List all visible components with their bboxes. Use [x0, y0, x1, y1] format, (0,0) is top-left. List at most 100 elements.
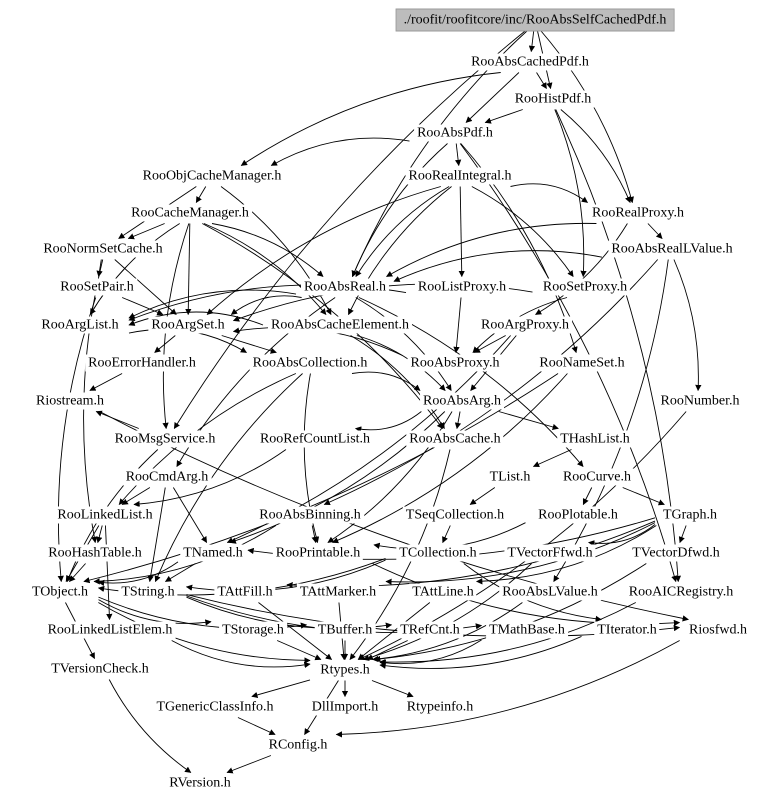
edge-RooAbsReal-to-RooArgSet — [230, 295, 302, 315]
graph-node-RooAbsRealLValue[interactable]: RooAbsRealLValue.h — [608, 240, 736, 258]
edge-RooAICRegistry-to-Rtypes — [379, 602, 636, 666]
graph-node-RooAbsArg[interactable]: RooAbsArg.h — [420, 392, 504, 410]
graph-node-RooPrintable[interactable]: RooPrintable.h — [272, 544, 364, 562]
edge-RooAbsRealLValue-to-RooNumber — [673, 259, 702, 392]
edge-RooCacheManager-to-RooArgSet — [185, 223, 192, 316]
graph-node-RooArgProxy[interactable]: RooArgProxy.h — [478, 316, 572, 334]
edge-RooCacheManager-to-RooNormSetCache — [127, 223, 165, 240]
graph-node-TVectorFfwd[interactable]: TVectorFfwd.h — [504, 544, 596, 562]
graph-node-TRefCnt[interactable]: TRefCnt.h — [397, 621, 463, 639]
edge-TSeqCollection-to-TCollection — [442, 525, 451, 544]
edge-RooListProxy-to-RooAbsProxy — [453, 297, 462, 354]
graph-node-TGenericClassInfo[interactable]: TGenericClassInfo.h — [153, 698, 277, 716]
graph-node-RooListProxy[interactable]: RooListProxy.h — [414, 278, 510, 296]
graph-node-RooNameSet[interactable]: RooNameSet.h — [536, 354, 628, 372]
edge-TRefCnt-to-Rtypes — [366, 640, 408, 660]
graph-node-RooPlotable[interactable]: RooPlotable.h — [535, 506, 621, 524]
edge-RooAbsCachedPdf-to-RooAbsPdf — [465, 72, 520, 123]
edge-RooAbsSelfCachedPdf-to-RooRealProxy — [540, 30, 634, 204]
graph-node-TBuffer[interactable]: TBuffer.h — [314, 621, 376, 639]
graph-node-RooErrorHandler[interactable]: RooErrorHandler.h — [85, 354, 199, 372]
graph-node-RooHashTable[interactable]: RooHashTable.h — [45, 544, 145, 562]
edge-RooAbsCacheElement-to-RooArgList — [128, 311, 264, 326]
graph-node-RVersion[interactable]: RVersion.h — [166, 774, 234, 792]
edge-RooHistPdf-to-RooRealProxy — [560, 109, 631, 204]
graph-node-RooAbsReal[interactable]: RooAbsReal.h — [300, 278, 390, 296]
graph-node-RooArgSet[interactable]: RooArgSet.h — [148, 316, 228, 334]
graph-node-TStorage[interactable]: TStorage.h — [219, 621, 287, 639]
graph-node-TString[interactable]: TString.h — [118, 583, 178, 601]
edge-RooAbsCacheElement-to-RooAbsCache — [350, 335, 445, 430]
graph-node-RooObjCacheManager[interactable]: RooObjCacheManager.h — [139, 167, 285, 185]
graph-node-TMathBase[interactable]: TMathBase.h — [486, 621, 568, 639]
edge-RooRealProxy-to-RooArgProxy — [535, 223, 628, 315]
graph-node-RooMsgService[interactable]: RooMsgService.h — [111, 430, 219, 448]
graph-node-Riostream[interactable]: Riostream.h — [32, 392, 108, 410]
edge-RooRealIntegral-to-RooRealProxy — [510, 183, 588, 203]
graph-node-RooAbsCacheElement[interactable]: RooAbsCacheElement.h — [267, 316, 413, 334]
graph-node-TObject[interactable]: TObject.h — [28, 583, 92, 601]
graph-node-Rtypes[interactable]: Rtypes.h — [317, 661, 373, 679]
edge-RooAbsPdf-to-RooObjCacheManager — [270, 137, 410, 166]
graph-node-RooRealIntegral[interactable]: RooRealIntegral.h — [405, 167, 515, 185]
graph-node-RooNormSetCache[interactable]: RooNormSetCache.h — [40, 240, 166, 258]
graph-node-RooAbsCache[interactable]: RooAbsCache.h — [406, 430, 504, 448]
graph-node-TCollection[interactable]: TCollection.h — [396, 544, 480, 562]
graph-node-RooAbsBinning[interactable]: RooAbsBinning.h — [256, 506, 364, 524]
edge-RooAbsSelfCachedPdf-to-RooMsgService — [173, 30, 527, 430]
graph-node-RooCmdArg[interactable]: RooCmdArg.h — [122, 468, 212, 486]
edge-TAttFill-to-Rtypes — [258, 602, 333, 660]
edge-Rtypes-to-TGenericClassInfo — [251, 679, 311, 698]
edge-Riostream-to-Riosfwd — [99, 411, 689, 622]
graph-node-RooAbsSelfCachedPdf[interactable]: ./roofit/roofitcore/inc/RooAbsSelfCached… — [395, 8, 675, 32]
graph-node-RooAbsLValue[interactable]: RooAbsLValue.h — [499, 583, 601, 601]
edge-TStorage-to-Rtypes — [276, 640, 322, 661]
edge-Riosfwd-to-RConfig — [335, 640, 680, 738]
graph-node-RooCacheManager[interactable]: RooCacheManager.h — [128, 204, 252, 222]
edge-RooAbsReal-to-RooAbsArg — [355, 297, 452, 392]
graph-node-RooHistPdf[interactable]: RooHistPdf.h — [511, 90, 595, 108]
graph-node-TAttFill[interactable]: TAttFill.h — [214, 583, 276, 601]
graph-node-Riosfwd[interactable]: Riosfwd.h — [686, 621, 750, 639]
edge-TVersionCheck-to-RVersion — [108, 679, 192, 773]
graph-node-RooAbsPdf[interactable]: RooAbsPdf.h — [414, 124, 496, 142]
graph-node-RooSetProxy[interactable]: RooSetProxy.h — [539, 278, 631, 296]
graph-node-TList[interactable]: TList.h — [486, 468, 534, 486]
graph-node-RConfig[interactable]: RConfig.h — [265, 736, 331, 754]
graph-node-RooRefCountList[interactable]: RooRefCountList.h — [256, 430, 374, 448]
edge-RooLinkedList-to-RooHashTable — [96, 525, 103, 544]
graph-node-TGraph[interactable]: TGraph.h — [659, 506, 721, 524]
graph-node-Rtypeinfo[interactable]: Rtypeinfo.h — [403, 698, 477, 716]
graph-node-DllImport[interactable]: DllImport.h — [308, 698, 382, 716]
graph-node-TIterator[interactable]: TIterator.h — [594, 621, 660, 639]
graph-node-RooRealProxy[interactable]: RooRealProxy.h — [588, 204, 688, 222]
edge-TObject-to-Rtypes — [98, 602, 311, 664]
edge-RooRealProxy-to-RooAbsRealLValue — [647, 223, 663, 239]
graph-node-RooNumber[interactable]: RooNumber.h — [657, 392, 743, 410]
edge-TNamed-to-TString — [164, 563, 196, 582]
edge-RooHistPdf-to-RooSetProxy — [554, 109, 587, 278]
graph-node-THashList[interactable]: THashList.h — [557, 430, 633, 448]
graph-node-RooAbsProxy[interactable]: RooAbsProxy.h — [407, 354, 503, 372]
graph-node-RooArgList[interactable]: RooArgList.h — [38, 316, 122, 334]
graph-node-RooSetPair[interactable]: RooSetPair.h — [57, 278, 137, 296]
graph-node-RooAICRegistry[interactable]: RooAICRegistry.h — [625, 583, 737, 601]
graph-node-TVersionCheck[interactable]: TVersionCheck.h — [48, 660, 152, 678]
edge-RooRealIntegral-to-RooSetProxy — [471, 186, 574, 278]
graph-node-RooAbsCollection[interactable]: RooAbsCollection.h — [249, 354, 371, 372]
graph-node-RooCurve[interactable]: RooCurve.h — [559, 468, 635, 486]
graph-node-TAttLine[interactable]: TAttLine.h — [409, 583, 477, 601]
graph-node-TVectorDfwd[interactable]: TVectorDfwd.h — [629, 544, 723, 562]
graph-node-RooAbsCachedPdf[interactable]: RooAbsCachedPdf.h — [468, 53, 592, 71]
graph-node-TNamed[interactable]: TNamed.h — [180, 544, 246, 562]
graph-node-RooLinkedListElem[interactable]: RooLinkedListElem.h — [44, 621, 176, 639]
edge-RooAbsPdf-to-RooAICRegistry — [459, 143, 678, 583]
edge-RooAbsLValue-to-Rtypes — [371, 602, 523, 663]
graph-node-TAttMarker[interactable]: TAttMarker.h — [296, 583, 380, 601]
graph-node-RooLinkedList[interactable]: RooLinkedList.h — [54, 506, 156, 524]
edge-TObject-to-TStorage — [98, 599, 212, 626]
edge-RooAbsArg-to-RooPrintable — [327, 411, 453, 543]
edge-RooErrorHandler-to-Riostream — [89, 373, 123, 391]
graph-node-TSeqCollection[interactable]: TSeqCollection.h — [402, 506, 508, 524]
edge-RooAbsCachedPdf-to-RooObjCacheManager — [240, 72, 501, 166]
